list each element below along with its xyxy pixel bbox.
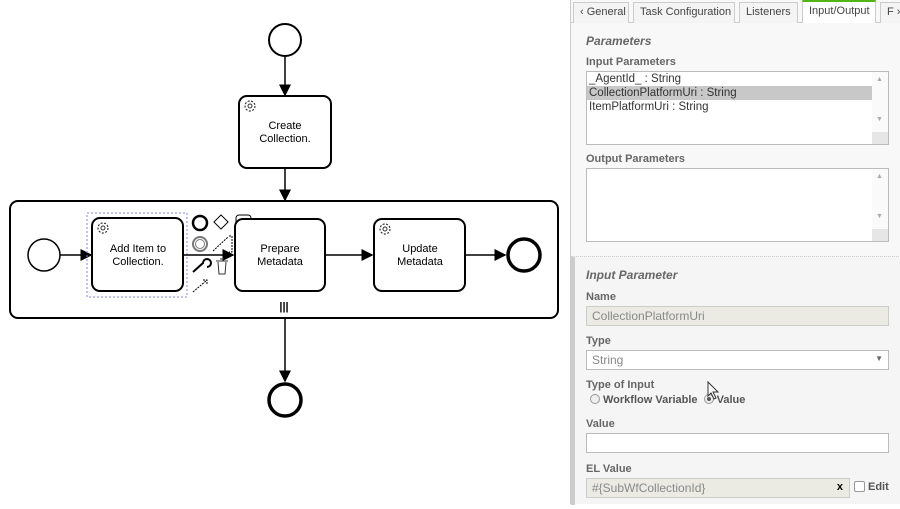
task-label: Collection. — [259, 133, 310, 145]
edit-toggle[interactable]: Edit — [854, 481, 889, 493]
type-of-input-radio-group: Workflow Variable Value — [590, 394, 745, 406]
text-annotation-icon[interactable] — [212, 235, 233, 253]
append-intermediate-event-inner — [195, 239, 205, 249]
tab-input-output[interactable]: Input/Output — [802, 0, 876, 23]
input-parameters-list[interactable]: _AgentId_ : String CollectionPlatformUri… — [586, 71, 889, 145]
mouse-cursor-icon — [707, 381, 720, 400]
tab-label: General — [586, 6, 626, 18]
start-event[interactable] — [268, 23, 302, 57]
tab-label: Input/Output — [809, 5, 870, 17]
section-bar — [571, 257, 575, 505]
list-item-selected[interactable]: CollectionPlatformUri : String — [587, 86, 873, 100]
task-label: Add Item to — [110, 243, 166, 255]
input-parameters-label: Input Parameters — [586, 56, 676, 68]
edit-label: Edit — [868, 481, 889, 493]
output-parameters-label: Output Parameters — [586, 153, 686, 165]
chevron-down-icon: ▼ — [875, 354, 883, 363]
tab-next[interactable]: F › — [880, 2, 900, 23]
value-label: Value — [586, 418, 615, 430]
radio-workflow-variable[interactable] — [590, 394, 600, 404]
el-value-label: EL Value — [586, 463, 632, 475]
type-select[interactable]: String ▼ — [586, 350, 889, 370]
output-parameters-list[interactable]: ▲▼ — [586, 168, 889, 242]
task-label: Collection. — [112, 256, 163, 268]
resize-handle[interactable] — [872, 229, 888, 241]
task-prepare-metadata[interactable]: Prepare Metadata — [234, 218, 326, 292]
resize-handle[interactable] — [872, 132, 888, 144]
tab-listeners[interactable]: Listeners — [739, 2, 798, 23]
wrench-icon[interactable] — [192, 258, 212, 273]
task-label: Create — [268, 120, 301, 132]
subprocess-end-event[interactable] — [506, 237, 542, 273]
list-item[interactable]: ItemPlatformUri : String — [589, 101, 709, 113]
task-label: Update — [402, 243, 437, 255]
name-label: Name — [586, 291, 616, 303]
task-create-collection[interactable]: Create Collection. — [238, 95, 332, 169]
scrollbar[interactable]: ▲▼ — [872, 72, 888, 144]
task-update-metadata[interactable]: Update Metadata — [373, 218, 466, 292]
multi-instance-marker-icon: ||| — [279, 301, 288, 313]
tab-task-configuration[interactable]: Task Configuration — [633, 2, 735, 23]
tab-bar: ‹ General Task Configuration Listeners I… — [571, 0, 900, 23]
list-item[interactable]: _AgentId_ : String — [589, 73, 682, 85]
tab-general[interactable]: ‹ General — [573, 2, 629, 23]
radio-label: Workflow Variable — [603, 394, 698, 406]
clear-button[interactable]: x — [836, 481, 843, 493]
append-gateway-icon[interactable] — [213, 214, 229, 230]
value-input[interactable] — [586, 433, 889, 453]
tab-label: Listeners — [746, 6, 791, 18]
bpmn-canvas[interactable]: Create Collection. Add Item to Collectio… — [0, 0, 570, 504]
type-value: String — [592, 353, 624, 367]
connect-icon[interactable] — [192, 279, 208, 293]
properties-panel: ‹ General Task Configuration Listeners I… — [570, 0, 900, 505]
tab-label: Task Configuration — [640, 6, 732, 18]
task-label: Prepare — [260, 243, 299, 255]
edit-checkbox[interactable] — [854, 481, 865, 492]
parameters-heading: Parameters — [586, 34, 652, 48]
input-parameter-section: Input Parameter Name CollectionPlatformU… — [571, 256, 900, 505]
task-label: Metadata — [397, 256, 444, 268]
radio-label: Value — [716, 394, 746, 406]
append-end-event-icon[interactable] — [191, 214, 209, 232]
el-value-text: #{SubWfCollectionId} — [592, 481, 706, 495]
type-label: Type — [586, 335, 611, 347]
tab-label: F — [887, 6, 894, 18]
subprocess-start-event[interactable] — [27, 238, 61, 272]
delete-trash-icon[interactable] — [216, 258, 228, 275]
task-label: Metadata — [257, 256, 304, 268]
scrollbar[interactable]: ▲▼ — [872, 169, 888, 241]
el-value-field[interactable]: #{SubWfCollectionId} x — [586, 478, 850, 498]
input-parameter-heading: Input Parameter — [586, 268, 678, 282]
type-of-input-label: Type of Input — [586, 379, 655, 391]
task-add-item[interactable]: Add Item to Collection. — [91, 217, 184, 292]
end-event[interactable] — [267, 382, 303, 418]
name-field[interactable]: CollectionPlatformUri — [586, 306, 889, 326]
